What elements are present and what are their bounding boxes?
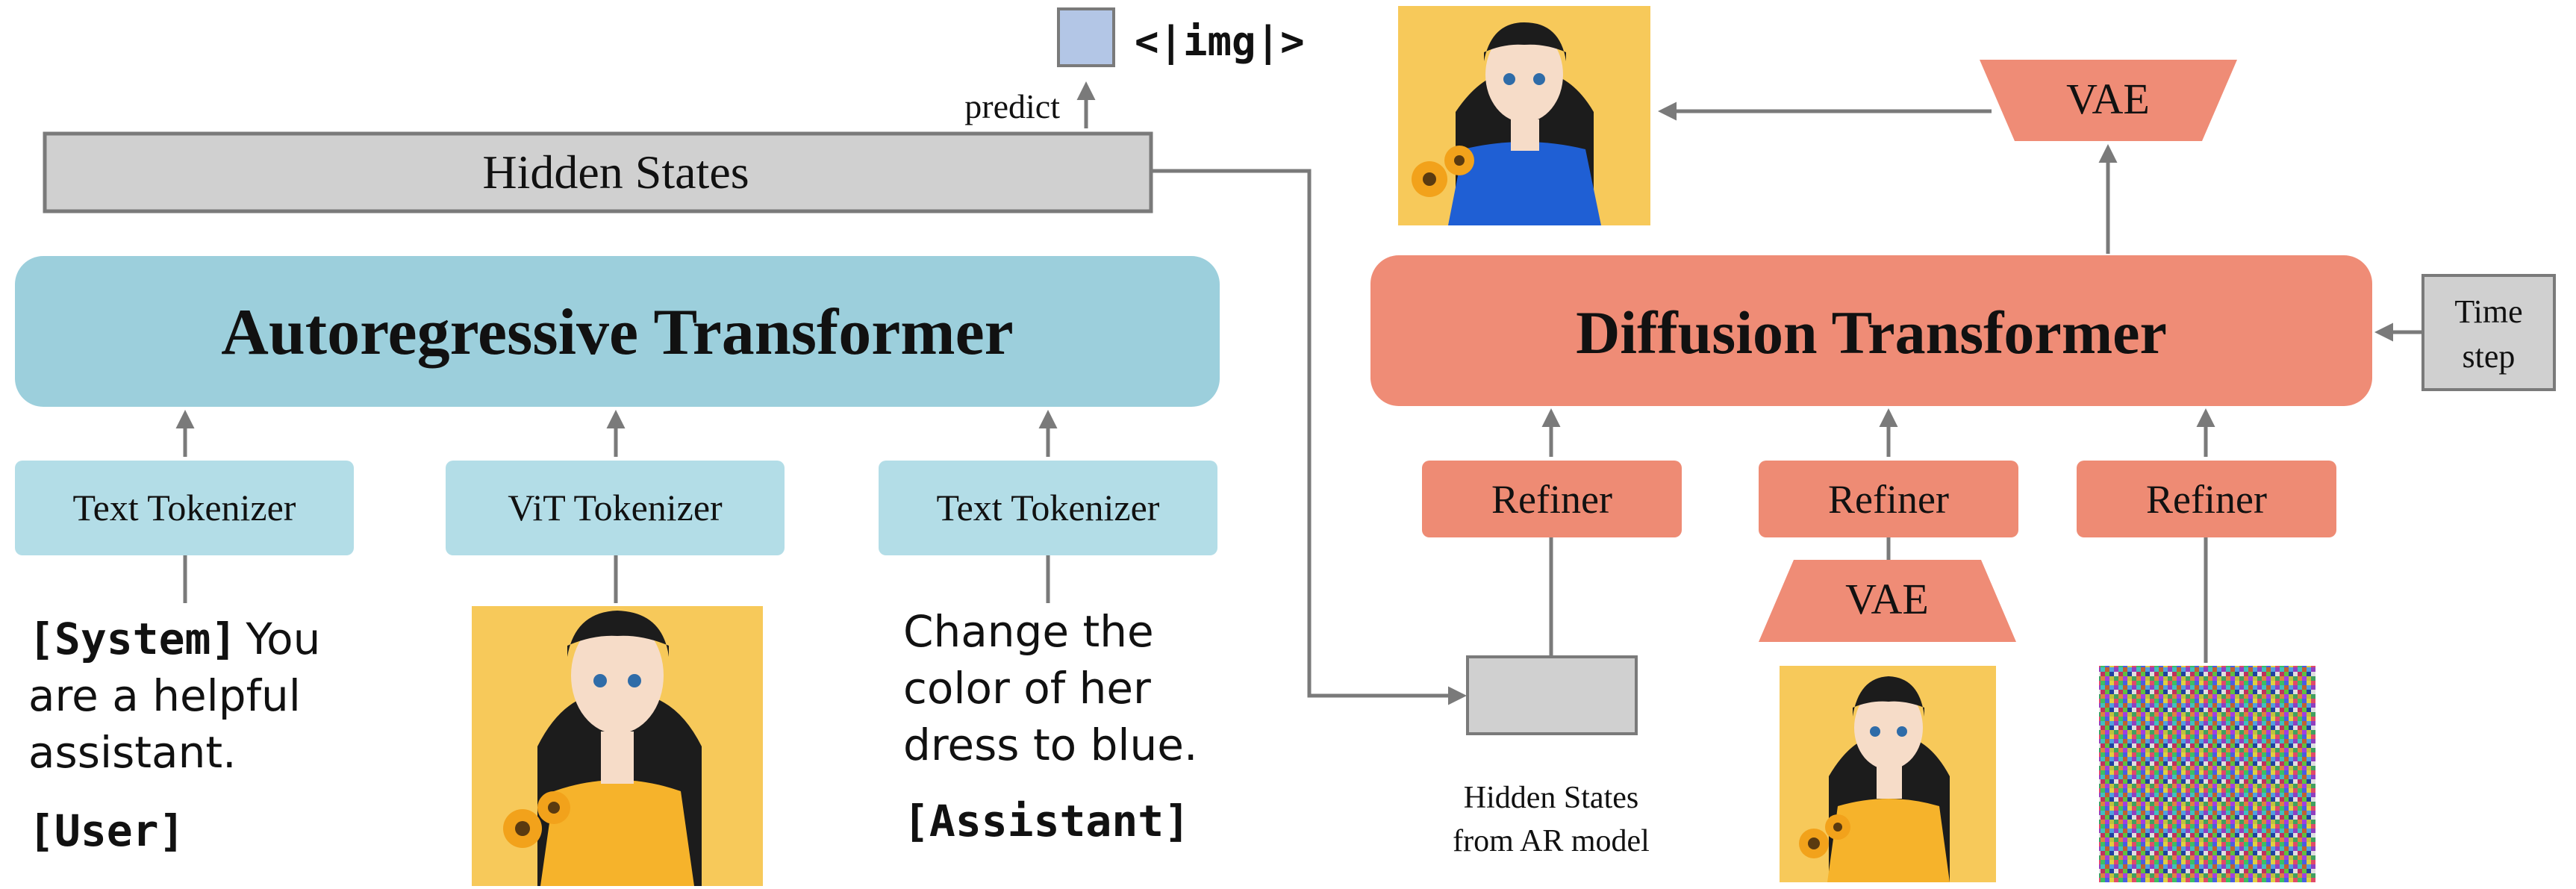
predict-label: predict	[964, 87, 1060, 125]
refiner-2-label: Refiner	[1828, 477, 1949, 522]
refiner-3: Refiner	[2077, 461, 2336, 537]
vae-encoder-label: VAE	[1845, 575, 1929, 623]
refiner-1-label: Refiner	[1491, 477, 1612, 522]
user-tag: [User]	[28, 805, 185, 856]
instruction-line-2: color of her	[903, 663, 1151, 714]
vit-tokenizer: ViT Tokenizer	[446, 461, 785, 555]
refiner-3-label: Refiner	[2146, 477, 2267, 522]
instruction-line-3: dress to blue.	[903, 720, 1197, 770]
diffusion-transformer-label: Diffusion Transformer	[1576, 299, 2167, 366]
img-token-label: <|img|>	[1135, 18, 1305, 65]
ar-hidden-states-caption-2: from AR model	[1453, 824, 1650, 858]
hidden-states-connector	[1151, 169, 1467, 705]
img-token-box	[1057, 7, 1115, 67]
refiner-2: Refiner	[1759, 461, 2018, 537]
noise-image	[2099, 666, 2315, 882]
text-tokenizer-1: Text Tokenizer	[15, 461, 354, 555]
diffusion-transformer-block: Diffusion Transformer	[1370, 255, 2372, 406]
reference-portrait-image	[1780, 666, 1996, 882]
hidden-states-label: Hidden States	[482, 146, 749, 199]
system-line-2: are a helpful	[28, 670, 301, 721]
vit-tokenizer-label: ViT Tokenizer	[508, 487, 723, 528]
text-tokenizer-2-label: Text Tokenizer	[937, 487, 1160, 528]
text-tokenizer-1-label: Text Tokenizer	[73, 487, 296, 528]
output-portrait-image	[1398, 6, 1650, 225]
timestep-line-2: step	[2463, 338, 2516, 375]
hidden-states-bar: Hidden States	[43, 131, 1153, 213]
system-line-1: You	[245, 614, 320, 664]
instruction-prompt-text: Change the color of her dress to blue. […	[903, 606, 1197, 846]
refiner-1: Refiner	[1422, 461, 1682, 537]
text-tokenizer-2: Text Tokenizer	[879, 461, 1217, 555]
system-tag: [System]	[28, 614, 237, 664]
input-portrait-image	[472, 606, 763, 886]
vae-decoder: VAE	[1980, 60, 2237, 141]
system-line-3: assistant.	[28, 727, 237, 778]
system-prompt-text: [System]You are a helpful assistant. [Us…	[28, 614, 320, 856]
ar-hidden-states-caption-1: Hidden States	[1464, 781, 1638, 815]
vae-encoder: VAE	[1759, 560, 2016, 642]
timestep-line-1: Time	[2454, 293, 2522, 330]
ar-hidden-states-box	[1466, 655, 1638, 735]
vae-decoder-label: VAE	[2066, 75, 2150, 123]
autoregressive-transformer-block: Autoregressive Transformer	[15, 256, 1220, 407]
svg-text:[System]You: [System]You	[28, 614, 320, 664]
instruction-line-1: Change the	[903, 606, 1154, 657]
timestep-box: Time step	[2421, 274, 2556, 391]
assistant-tag: [Assistant]	[903, 796, 1190, 846]
autoregressive-transformer-label: Autoregressive Transformer	[221, 296, 1013, 369]
